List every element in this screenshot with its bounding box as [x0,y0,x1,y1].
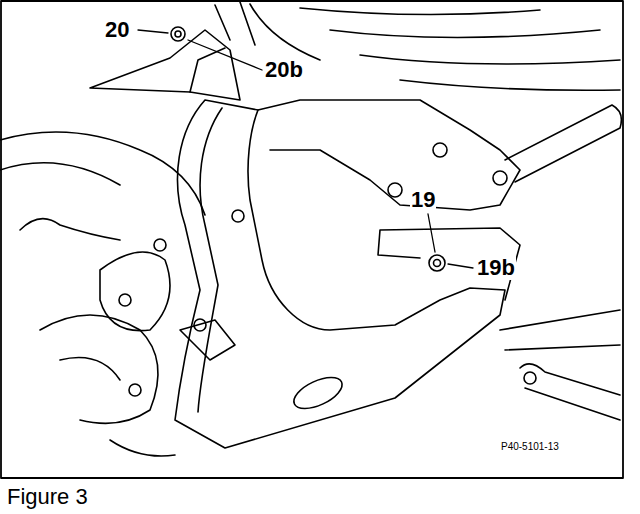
drawing-code: P40-5101-13 [500,441,560,452]
mount-plate [378,228,520,300]
brake-disc [40,315,158,423]
line-art [0,1,623,478]
leader-lines [138,30,473,268]
arm-hole [232,210,244,222]
strut-rod [505,105,621,182]
control-arm [175,100,505,448]
upper-mount [190,48,225,92]
bracket-lines [215,2,255,45]
figure-caption: Figure 3 [6,485,89,509]
bolts [119,27,536,396]
callout-number: 20 [104,18,130,42]
body-lines [250,4,620,90]
control-arm-flange [198,108,222,412]
picture-frame [1,1,623,478]
hub-lines [60,358,175,457]
steering-knuckle [180,320,235,360]
arm-hole [289,371,346,415]
wheel-arch [0,163,120,185]
wheel-arch [0,132,205,215]
tie-rod [500,310,620,420]
callout-number: 19b [476,256,516,280]
caliper [100,252,170,331]
callout-number: 19 [410,188,436,212]
subframe [258,100,520,210]
brake-cable [20,219,120,240]
callout-number: 20b [264,58,304,82]
